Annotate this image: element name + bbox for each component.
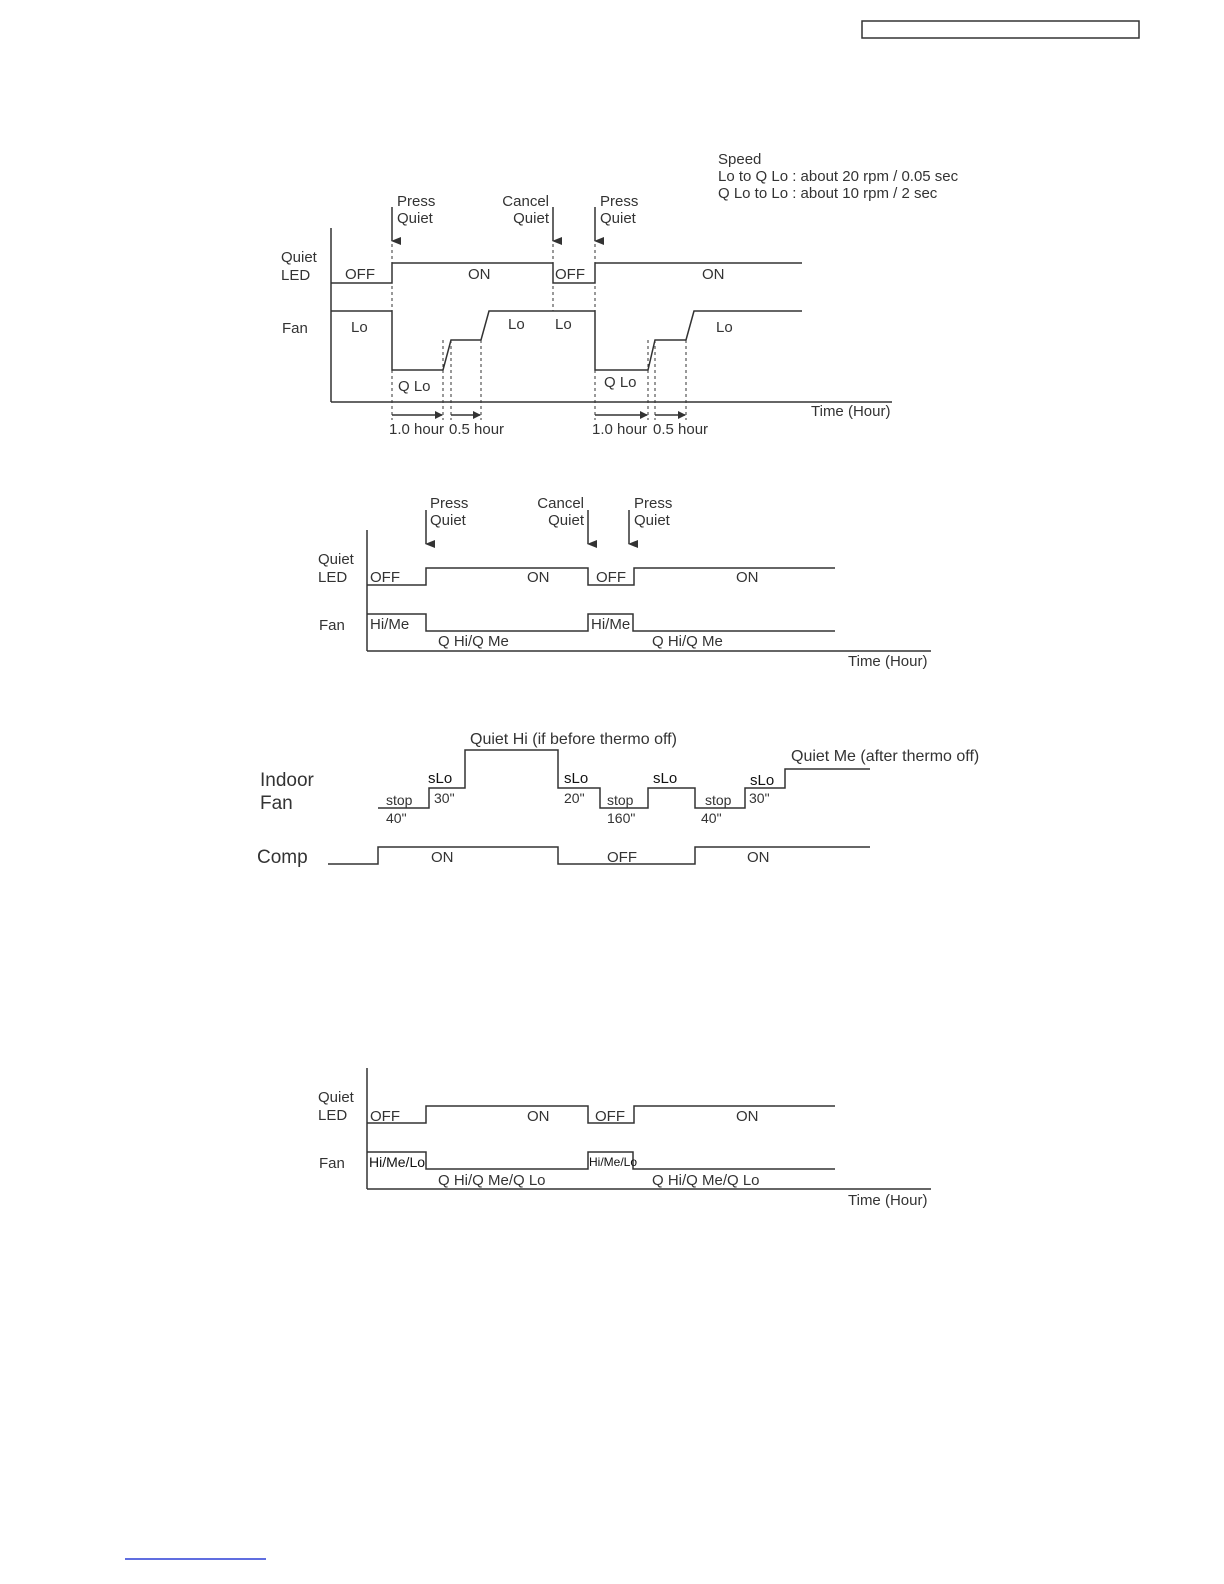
cancel-quiet-label-b: Quiet (513, 210, 550, 227)
fan-qlo-2: Q Lo (604, 374, 637, 391)
header-box (861, 20, 1140, 39)
time-axis-label: Time (Hour) (848, 1192, 927, 1209)
fan-waveform (331, 310, 802, 371)
diagram-3-thermo: Quiet Hi (if before thermo off) Quiet Me… (257, 731, 979, 868)
comp-waveform (328, 846, 870, 865)
comp-on-2: ON (747, 849, 770, 866)
led-on-2: ON (736, 1108, 759, 1125)
fan-slo-4-time: 30" (749, 790, 770, 806)
led-on-2: ON (702, 266, 725, 283)
fan-quiet-1: Q Hi/Q Me/Q Lo (438, 1172, 546, 1189)
quiet-led-label: Quiet (318, 1089, 355, 1106)
fan-hime-2: Hi/Me (591, 616, 630, 633)
diagram-1-lo-quiet: Speed Lo to Q Lo : about 20 rpm / 0.05 s… (281, 151, 959, 438)
speed-line-1: Lo to Q Lo : about 20 rpm / 0.05 sec (718, 168, 959, 185)
led-off-2: OFF (595, 1108, 625, 1125)
time-axis-label: Time (Hour) (811, 403, 890, 420)
fan-stop-2-time: 160" (607, 810, 635, 826)
press-quiet-label-1b: Quiet (430, 512, 467, 529)
fan-lo-2: Lo (508, 316, 525, 333)
duration-3: 1.0 hour (592, 421, 647, 438)
led-off-2: OFF (596, 569, 626, 586)
led-waveform (331, 262, 802, 284)
indoor-fan-waveform (378, 749, 870, 809)
cancel-quiet-label-b: Quiet (548, 512, 585, 529)
led-off-1: OFF (370, 1108, 400, 1125)
time-axis-label: Time (Hour) (848, 653, 927, 670)
fan-himelo-2: Hi/Me/Lo (589, 1155, 637, 1169)
fan-qlo-1: Q Lo (398, 378, 431, 395)
fan-hime-1: Hi/Me (370, 616, 409, 633)
cancel-quiet-label: Cancel (502, 193, 549, 210)
quiet-led-label: Quiet (281, 249, 318, 266)
fan-waveform (367, 613, 835, 632)
indoor-fan-label: Indoor (260, 770, 315, 791)
quiet-hi-label: Quiet Hi (if before thermo off) (470, 731, 677, 748)
fan-waveform (367, 1151, 835, 1170)
led-waveform (367, 1105, 835, 1124)
fan-stop-3-time: 40" (701, 810, 722, 826)
fan-stop-3: stop (705, 792, 732, 808)
fan-stop-1-time: 40" (386, 810, 407, 826)
fan-himelo-1: Hi/Me/Lo (369, 1154, 425, 1170)
speed-title: Speed (718, 151, 761, 168)
fan-slo-2: sLo (564, 770, 588, 787)
led-on-1: ON (527, 569, 550, 586)
fan-lo-4: Lo (716, 319, 733, 336)
press-quiet-label-2: Press (634, 495, 672, 512)
fan-label: Fan (282, 320, 308, 337)
press-quiet-label-1b: Quiet (397, 210, 434, 227)
press-quiet-label-1: Press (430, 495, 468, 512)
fan-lo-3: Lo (555, 316, 572, 333)
led-on-1: ON (468, 266, 491, 283)
led-off-2: OFF (555, 266, 585, 283)
fan-slo-2-time: 20" (564, 790, 585, 806)
led-on-1: ON (527, 1108, 550, 1125)
quiet-me-label: Quiet Me (after thermo off) (791, 748, 979, 765)
diagram-4-hi-me-lo-quiet: Quiet LED Fan OFF ON OFF ON Hi/Me/Lo Hi/… (318, 1068, 931, 1209)
led-off-1: OFF (345, 266, 375, 283)
duration-2: 0.5 hour (449, 421, 504, 438)
fan-quiet-2: Q Hi/Q Me/Q Lo (652, 1172, 760, 1189)
press-quiet-label-2b: Quiet (600, 210, 637, 227)
led-off-1: OFF (370, 569, 400, 586)
fan-stop-2: stop (607, 792, 634, 808)
comp-label: Comp (257, 847, 308, 868)
led-waveform (367, 567, 835, 586)
duration-1: 1.0 hour (389, 421, 444, 438)
speed-line-2: Q Lo to Lo : about 10 rpm / 2 sec (718, 185, 938, 202)
fan-slo-1-time: 30" (434, 790, 455, 806)
quiet-led-label: Quiet (318, 551, 355, 568)
fan-label: Fan (319, 617, 345, 634)
fan-lo-1: Lo (351, 319, 368, 336)
fan-stop-1: stop (386, 792, 413, 808)
comp-on-1: ON (431, 849, 454, 866)
press-quiet-label-2b: Quiet (634, 512, 671, 529)
fan-label: Fan (319, 1155, 345, 1172)
press-quiet-label-2: Press (600, 193, 638, 210)
press-quiet-label-1: Press (397, 193, 435, 210)
quiet-led-label-b: LED (318, 569, 347, 586)
fan-slo-1: sLo (428, 770, 452, 787)
fan-slo-4: sLo (750, 772, 774, 789)
quiet-led-label-b: LED (318, 1107, 347, 1124)
indoor-fan-label-b: Fan (260, 793, 293, 814)
comp-off: OFF (607, 849, 637, 866)
led-on-2: ON (736, 569, 759, 586)
fan-quiet-2: Q Hi/Q Me (652, 633, 723, 650)
fan-slo-3: sLo (653, 770, 677, 787)
quiet-led-label-b: LED (281, 267, 310, 284)
fan-quiet-1: Q Hi/Q Me (438, 633, 509, 650)
diagram-2-hi-me-quiet: Press Quiet Cancel Quiet Press Quiet Qui… (318, 495, 931, 670)
cancel-quiet-label: Cancel (537, 495, 584, 512)
duration-4: 0.5 hour (653, 421, 708, 438)
